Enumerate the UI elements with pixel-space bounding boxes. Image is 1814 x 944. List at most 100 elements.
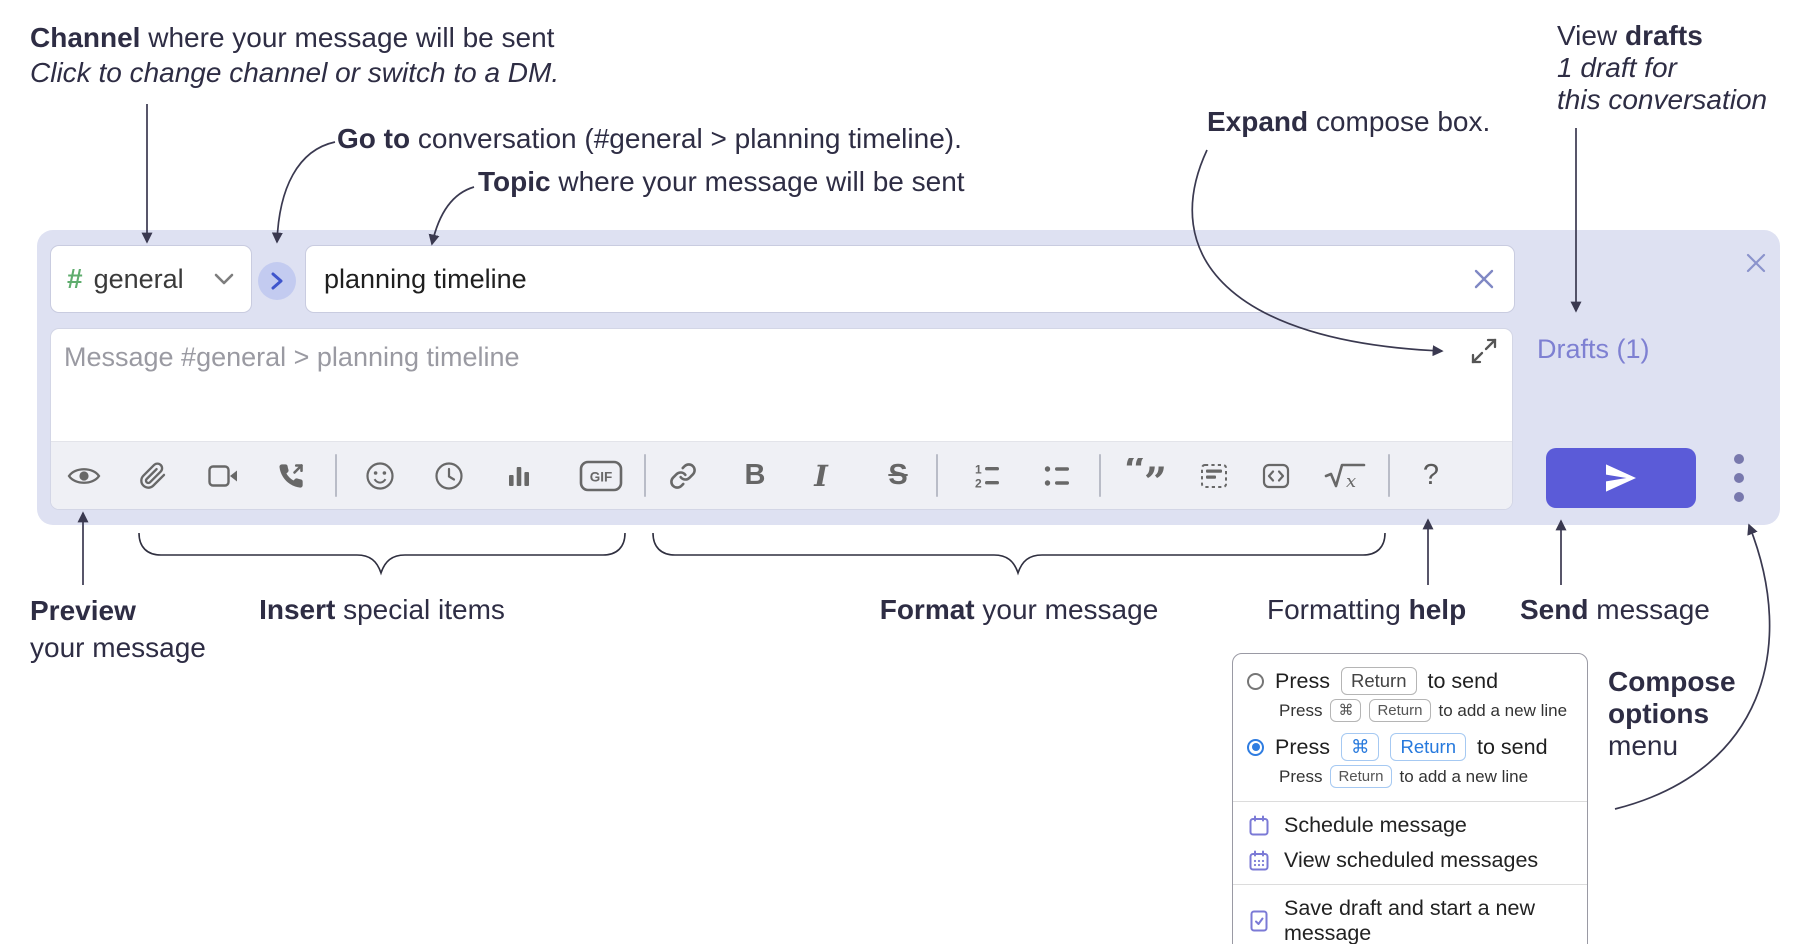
compose-options-menu-button[interactable] [1727, 448, 1751, 508]
goto-annotation-bold: Go to [337, 123, 411, 154]
insert-annotation: Insert special items [259, 592, 505, 627]
preview-annotation-bold: Preview [30, 595, 136, 626]
gif-icon[interactable]: GIF [577, 442, 625, 509]
format-annotation-rest: your message [974, 594, 1159, 625]
option1-tail: to send [1427, 668, 1499, 693]
channel-annotation: Channel where your message will be sent … [30, 20, 559, 90]
toolbar-divider [644, 454, 646, 497]
attach-file-icon[interactable] [133, 442, 173, 509]
return-key: Return [1390, 733, 1466, 761]
return-key: Return [1340, 667, 1417, 695]
format-annotation: Format your message [880, 592, 1159, 627]
send-button[interactable] [1546, 448, 1696, 508]
chevron-down-icon [213, 272, 235, 286]
hash-icon: # [67, 263, 83, 294]
compose-options-popup: Press Return to send Press ⌘ Return to a… [1232, 653, 1588, 944]
preview-annotation-line2: your message [30, 632, 206, 663]
topic-annotation-rest: where your message will be sent [550, 166, 965, 197]
compose-options-annotation-bold1: Compose [1608, 666, 1736, 697]
send-plane-icon [1606, 464, 1636, 492]
emoji-icon[interactable] [360, 442, 400, 509]
save-draft-item[interactable]: Save draft and start a new message [1233, 891, 1587, 944]
view-scheduled-messages-item[interactable]: View scheduled messages [1233, 843, 1587, 878]
option2-sub-press: Press [1279, 766, 1323, 786]
topic-input[interactable]: planning timeline [305, 245, 1515, 313]
svg-text:”: ” [1144, 459, 1167, 494]
format-brace [652, 532, 1386, 576]
expand-compose-icon[interactable] [1469, 336, 1499, 366]
code-icon[interactable] [1256, 442, 1296, 509]
svg-text:2: 2 [975, 476, 982, 490]
radio-unchecked-icon[interactable] [1247, 672, 1264, 690]
expand-annotation: Expand compose box. [1207, 104, 1490, 139]
return-key: Return [1330, 765, 1392, 788]
formatting-help-annotation-bold: help [1408, 594, 1467, 625]
compose-options-annotation-bold2: options [1608, 698, 1710, 729]
send-with-cmd-return-option[interactable]: Press ⌘ Return to send [1233, 729, 1587, 763]
compose-box: # general planning timeline Message #gen… [37, 230, 1780, 525]
quote-icon[interactable]: “” [1123, 442, 1169, 509]
drafts-link[interactable]: Drafts (1) [1537, 334, 1650, 364]
clear-topic-icon[interactable] [1472, 267, 1496, 291]
poll-icon[interactable] [499, 442, 539, 509]
formatting-help-annotation: Formatting help [1267, 592, 1466, 627]
link-icon[interactable] [663, 442, 703, 509]
insert-annotation-rest: special items [335, 594, 505, 625]
send-annotation: Send message [1520, 592, 1710, 627]
send-with-return-option-sub: Press ⌘ Return to add a new line [1233, 697, 1587, 729]
dot [1734, 454, 1744, 464]
strikethrough-icon[interactable]: S [888, 459, 908, 491]
channel-name: general [93, 263, 184, 294]
math-icon[interactable]: x [1322, 442, 1368, 509]
compose-options-annotation: Compose options menu [1608, 666, 1736, 762]
svg-text:x: x [1346, 471, 1356, 491]
spoiler-icon[interactable] [1194, 442, 1234, 509]
video-call-icon[interactable] [203, 442, 243, 509]
schedule-message-label: Schedule message [1284, 813, 1467, 837]
audio-call-icon[interactable] [271, 442, 311, 509]
send-annotation-rest: message [1588, 594, 1710, 625]
go-to-conversation-button[interactable] [258, 262, 296, 300]
save-draft-label: Save draft and start a new message [1284, 896, 1535, 944]
schedule-message-item[interactable]: Schedule message [1233, 808, 1587, 843]
drafts-annotation: View drafts 1 draft for this conversatio… [1557, 20, 1767, 116]
bulleted-list-icon[interactable] [1037, 442, 1077, 509]
draft-file-check-icon [1250, 910, 1268, 932]
dot [1734, 492, 1744, 502]
topic-annotation-bold: Topic [478, 166, 551, 197]
calendar-grid-icon [1249, 850, 1269, 870]
message-textarea[interactable]: Message #general > planning timeline [50, 328, 1513, 510]
close-compose-icon[interactable] [1743, 250, 1769, 276]
svg-text:1: 1 [975, 462, 982, 476]
compose-options-annotation-line3: menu [1608, 730, 1679, 761]
preview-eye-icon[interactable] [64, 442, 104, 509]
radio-checked-icon[interactable] [1247, 738, 1264, 756]
toolbar-divider [335, 454, 337, 497]
calendar-icon [1249, 815, 1269, 835]
italic-icon[interactable]: I [814, 458, 828, 493]
toolbar-divider [1388, 454, 1390, 497]
drafts-annotation-line2: 1 draft for [1557, 52, 1677, 83]
option1-sub-press: Press [1279, 700, 1323, 720]
send-with-cmd-return-option-sub: Press Return to add a new line [1233, 763, 1587, 795]
view-scheduled-messages-label: View scheduled messages [1284, 848, 1539, 872]
option1-sub-tail: to add a new line [1438, 700, 1568, 720]
global-time-icon[interactable] [429, 442, 469, 509]
insert-brace [138, 532, 626, 576]
option2-press: Press [1275, 734, 1330, 759]
topic-value: planning timeline [324, 263, 527, 294]
cmd-key: ⌘ [1330, 699, 1362, 722]
bold-icon[interactable]: B [744, 459, 766, 491]
toolbar-divider [1099, 454, 1101, 497]
option1-press: Press [1275, 668, 1330, 693]
send-with-return-option[interactable]: Press Return to send [1233, 663, 1587, 697]
help-icon[interactable]: ? [1422, 459, 1440, 491]
menu-divider [1233, 801, 1587, 802]
message-placeholder: Message #general > planning timeline [64, 342, 520, 372]
return-key: Return [1369, 699, 1431, 722]
channel-selector[interactable]: # general [50, 245, 252, 313]
expand-annotation-bold: Expand [1207, 106, 1309, 137]
